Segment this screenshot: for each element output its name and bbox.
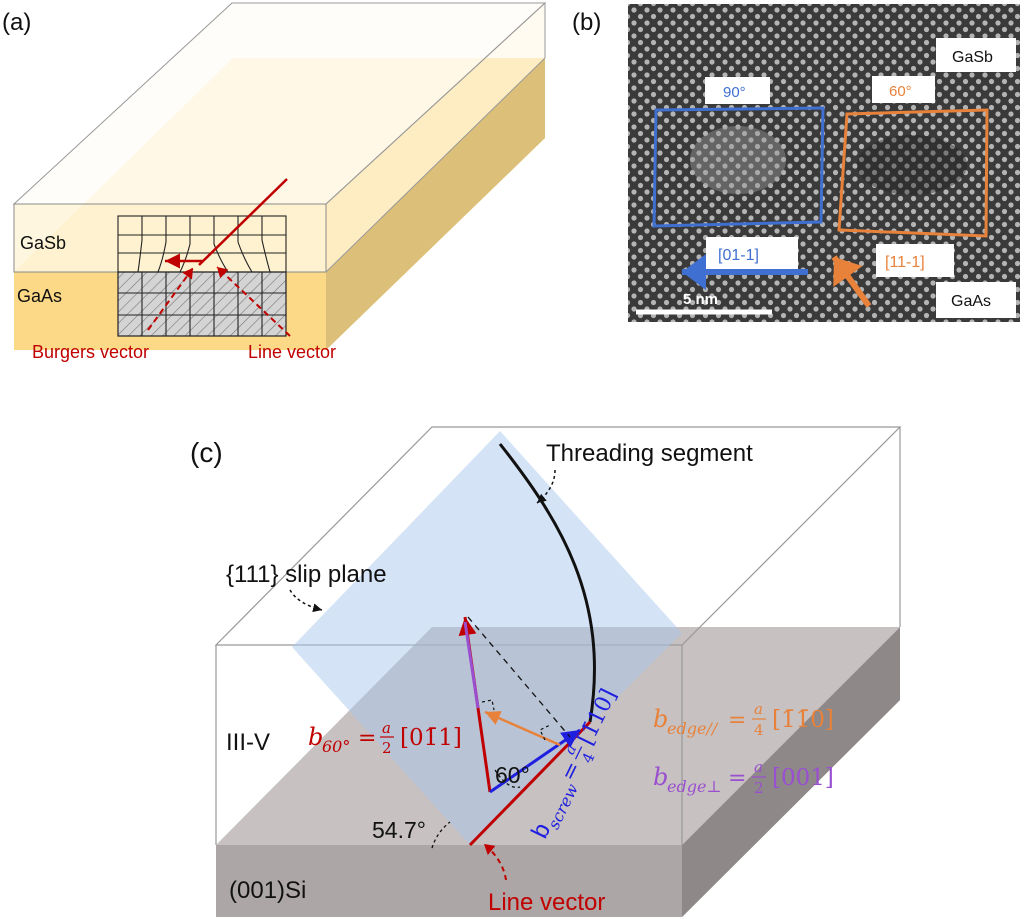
threading-segment bbox=[498, 443, 596, 723]
line-vector-label: Line vector bbox=[248, 342, 336, 362]
line-vector-label-c: Line vector bbox=[488, 889, 605, 916]
angle-547-arc bbox=[431, 821, 451, 849]
bedge-perp-subscript: edge⊥ bbox=[667, 777, 721, 796]
b60-subscript: 60° bbox=[322, 737, 350, 756]
bedge-par-direction: [1̄1̄0] bbox=[772, 707, 834, 733]
panel-a: (a) bbox=[2, 1, 547, 362]
burgers-pointer bbox=[147, 267, 194, 331]
angle-60-label-c: 60° bbox=[495, 762, 530, 788]
bedge-par-denominator: 4 bbox=[754, 721, 764, 739]
gaas-label: GaAs bbox=[17, 286, 62, 306]
bedge-par-vector bbox=[484, 710, 561, 747]
panel-a-label: (a) bbox=[2, 9, 31, 36]
gasb-label: GaSb bbox=[20, 233, 66, 253]
angle-90-tag bbox=[705, 77, 770, 104]
slip-plane bbox=[292, 431, 682, 845]
bedge-par-subscript: edge// bbox=[667, 719, 719, 738]
angle-60-arc bbox=[494, 769, 521, 789]
svg-text:=: = bbox=[358, 726, 376, 751]
gaas-corner-label: GaAs bbox=[951, 293, 991, 310]
line-vector-pointer bbox=[483, 843, 507, 881]
bedge-perp-direction: [001] bbox=[772, 765, 834, 791]
dir-right-label: [11-1] bbox=[885, 254, 925, 271]
dir-left-label: [01-1] bbox=[718, 247, 759, 264]
panel-c-label: (c) bbox=[190, 437, 223, 468]
bedge-par-formula: b edge// = a 4 [1̄1̄0] bbox=[653, 700, 834, 739]
dislocation-60-box bbox=[837, 108, 989, 238]
b60-numerator: a bbox=[382, 719, 391, 737]
dislocation-90-box bbox=[652, 106, 825, 228]
bedge-perp-denominator: 2 bbox=[754, 779, 764, 797]
slip-plane-pointer bbox=[289, 589, 323, 613]
line-pointer bbox=[216, 266, 291, 337]
gaas-lattice bbox=[117, 271, 287, 337]
b60-denominator: 2 bbox=[382, 739, 392, 757]
projection-guide bbox=[467, 616, 571, 738]
gasb-corner-box bbox=[936, 38, 1016, 72]
svg-text:=: = bbox=[728, 766, 746, 791]
svg-text:=: = bbox=[728, 708, 746, 733]
bedge-perp-symbol: b bbox=[653, 763, 668, 791]
angle-547-label: 54.7° bbox=[372, 817, 426, 843]
gasb-corner-label: GaSb bbox=[952, 49, 993, 66]
angle-60-tag bbox=[872, 76, 935, 103]
gaas-corner-box bbox=[936, 282, 1016, 318]
bedge-par-symbol: b bbox=[653, 705, 668, 733]
scale-bar-label: 5 nm bbox=[683, 291, 718, 308]
b60-formula: b 60° = a 2 [01̄1] bbox=[308, 719, 462, 757]
panel-b-label: (b) bbox=[572, 9, 601, 36]
gasb-lattice bbox=[117, 215, 287, 273]
gaas-block-side bbox=[326, 58, 545, 350]
burgers-vector-label: Burgers vector bbox=[32, 342, 149, 362]
dir-left-tag bbox=[706, 237, 798, 270]
si-substrate-label: (001)Si bbox=[229, 877, 306, 904]
bedge-perp-formula: b edge⊥ = a 2 [001] bbox=[653, 758, 834, 797]
angle-60-label: 60° bbox=[889, 83, 912, 100]
bedge-perp-vector bbox=[463, 621, 480, 709]
bscrew-vector bbox=[489, 728, 581, 794]
threading-pointer bbox=[536, 469, 556, 504]
panel-b: (b) GaSb GaAs 90° [01-1] 60° [11-1] 5 nm bbox=[572, 4, 1020, 322]
iii-v-label: III-V bbox=[226, 729, 270, 756]
dir-right-arrow bbox=[831, 255, 872, 308]
dir-right-tag bbox=[876, 244, 954, 277]
angle-90-label: 90° bbox=[723, 84, 746, 101]
b60-direction: [01̄1] bbox=[400, 725, 462, 751]
si-substrate-side bbox=[682, 627, 900, 917]
panel-c: (c) Threading segment bbox=[190, 426, 902, 917]
threading-segment-label: Threading segment bbox=[546, 440, 753, 467]
slip-plane-label: {111} slip plane bbox=[226, 561, 387, 588]
bedge-perp-numerator: a bbox=[754, 758, 763, 776]
bedge-par-numerator: a bbox=[754, 700, 763, 718]
line-vector-arrow bbox=[198, 178, 288, 266]
b60-symbol: b bbox=[308, 723, 323, 751]
